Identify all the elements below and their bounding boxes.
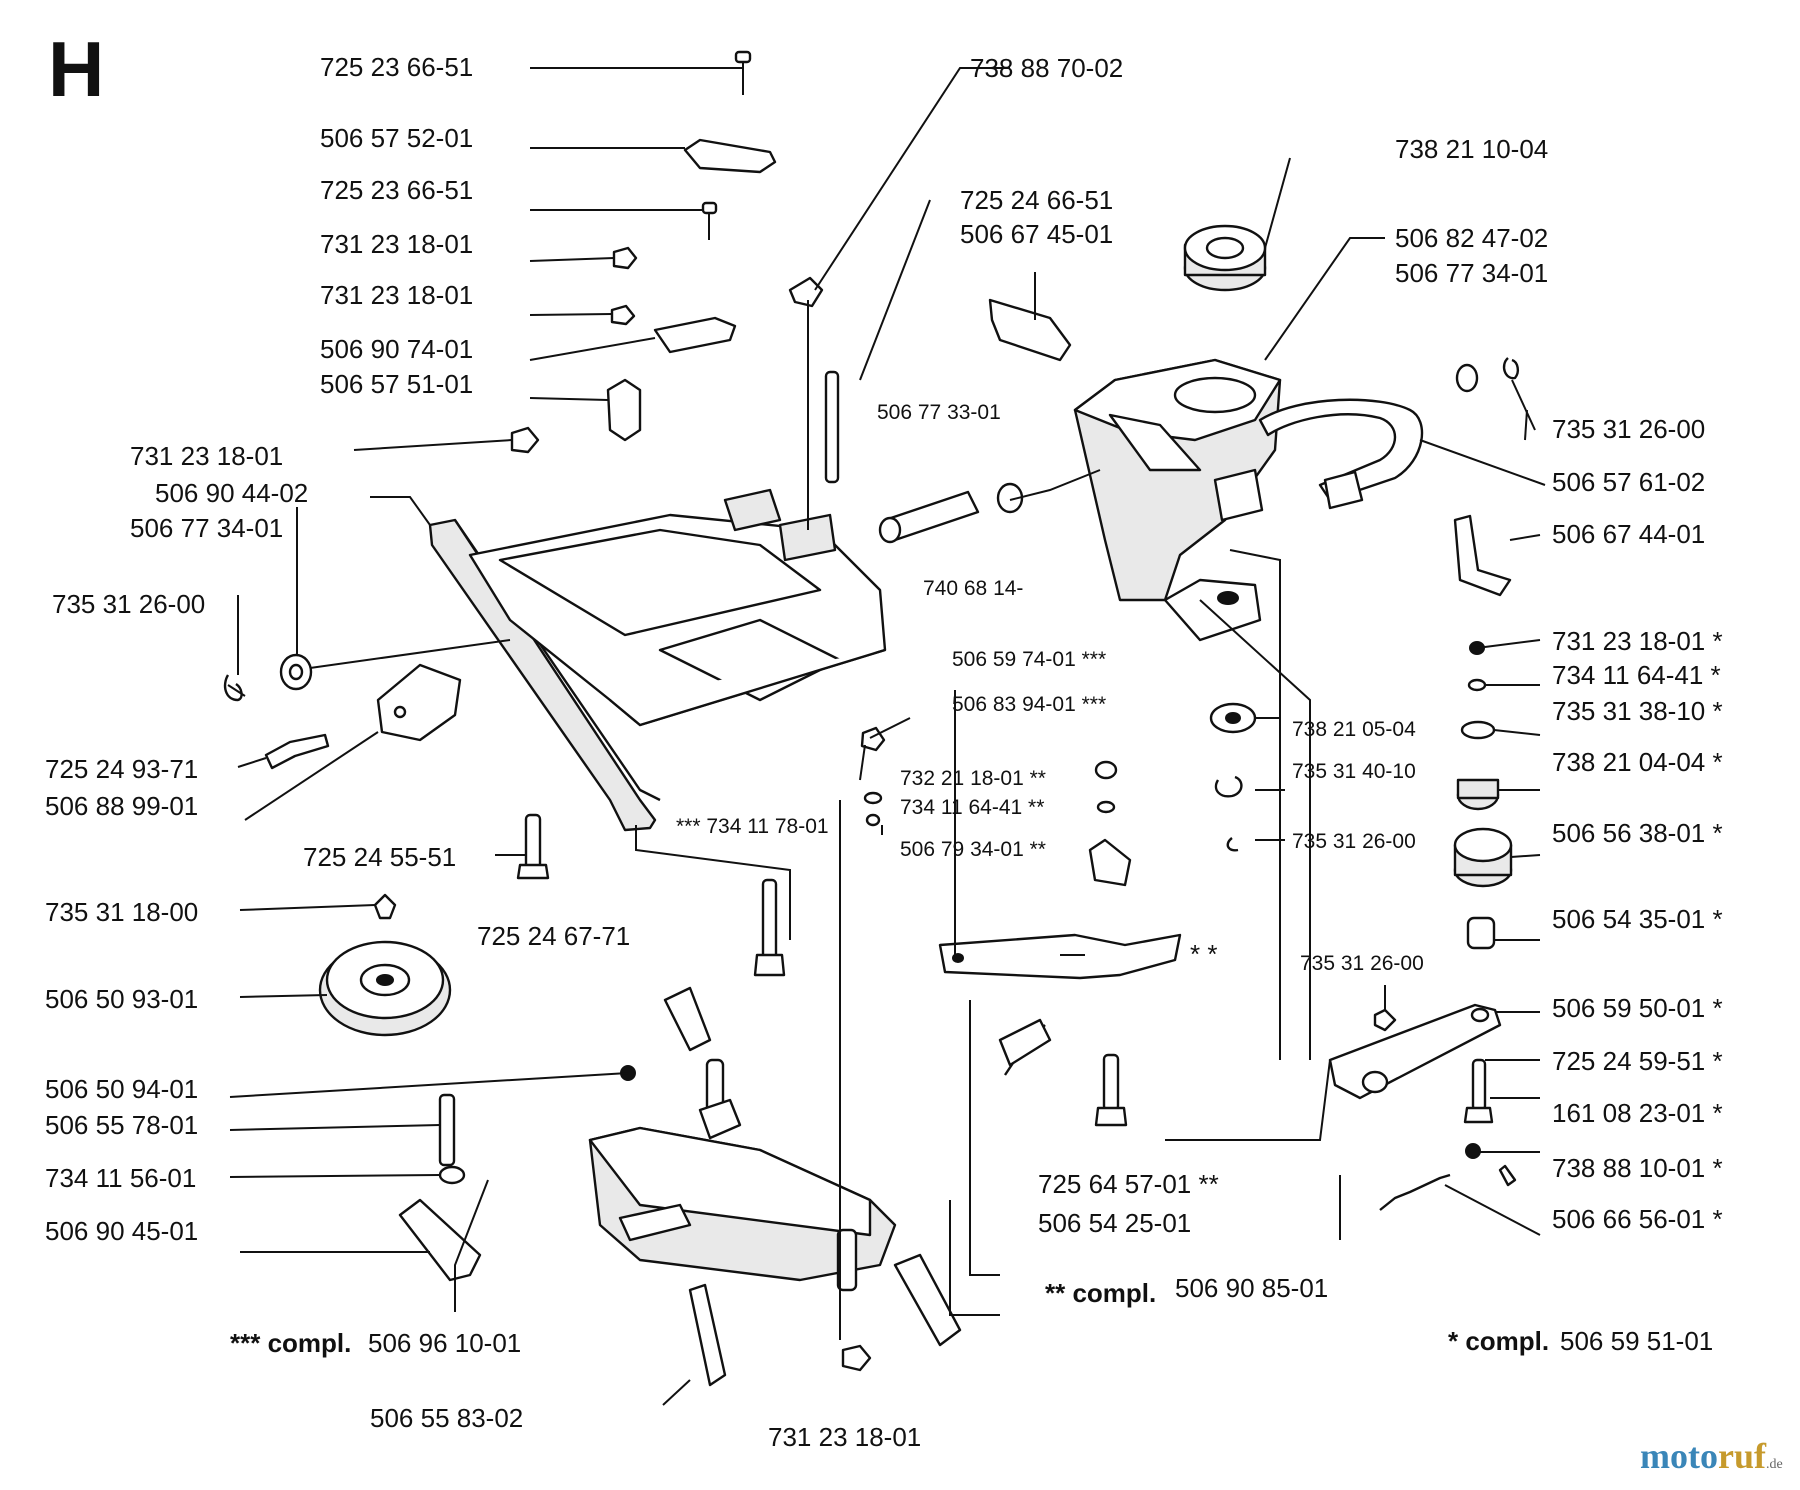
part-label: 506 59 50-01 * (1552, 993, 1723, 1023)
part-label: 506 90 44-02 (155, 478, 308, 508)
part-label: 731 23 18-01 (130, 441, 283, 471)
part-label: 735 31 26-00 (1292, 830, 1416, 853)
part-label: 734 11 64-41 ** (900, 796, 1044, 819)
part-label: 735 31 26-00 (52, 589, 205, 619)
part-label: 506 66 56-01 * (1552, 1204, 1723, 1234)
part-label: 506 50 94-01 (45, 1074, 198, 1104)
part-label: 725 24 93-71 (45, 754, 198, 784)
watermark-part1: moto (1640, 1436, 1718, 1476)
part-label: 506 77 34-01 (1395, 258, 1548, 288)
part-label: 725 24 66-51 (960, 185, 1113, 215)
part-label: 734 11 56-01 (45, 1163, 196, 1193)
part-label: 506 90 45-01 (45, 1216, 198, 1246)
left-side-parts (223, 653, 786, 1037)
part-label: 738 21 05-04 (1292, 718, 1416, 741)
part-label: 506 50 93-01 (45, 984, 198, 1014)
part-label: 506 59 51-01 (1560, 1326, 1713, 1356)
part-label: 735 31 26-00 (1300, 952, 1424, 975)
part-label: 725 64 57-01 ** (1038, 1169, 1219, 1199)
part-label: 506 96 10-01 (368, 1328, 521, 1358)
compl-label-single-star: * compl. (1448, 1326, 1549, 1356)
part-label: 506 57 51-01 (320, 369, 473, 399)
small-parts-left-top (510, 50, 840, 530)
part-label: 735 31 18-00 (45, 897, 198, 927)
lever-assembly-drawing (860, 726, 1182, 1127)
part-label: 506 67 45-01 (960, 219, 1113, 249)
section-letter: H (48, 25, 104, 113)
part-label: 161 08 23-01 * (1552, 1098, 1723, 1128)
labels-left-column: 725 23 66-51 506 57 52-01 725 23 66-51 7… (45, 52, 523, 1433)
part-label: 506 56 38-01 * (1552, 818, 1723, 848)
part-label: 506 55 83-02 (370, 1403, 523, 1433)
part-label: 738 21 10-04 (1395, 134, 1548, 164)
part-label: 725 24 67-71 (477, 921, 630, 951)
part-label: 506 54 25-01 (1038, 1208, 1191, 1238)
part-label: 735 31 26-00 (1552, 414, 1705, 444)
part-label: 506 83 94-01 *** (952, 693, 1106, 716)
part-label: 740 68 14- (923, 577, 1023, 600)
part-label: 731 23 18-01 * (1552, 626, 1723, 656)
watermark-suffix: .de (1766, 1457, 1783, 1472)
part-label: 732 21 18-01 ** (900, 767, 1046, 790)
part-label: 738 21 04-04 * (1552, 747, 1723, 777)
part-label: 725 23 66-51 (320, 52, 473, 82)
labels-center: 731 23 18-01 738 88 70-02 725 24 66-51 5… (477, 53, 1328, 1452)
part-label: 506 55 78-01 (45, 1110, 198, 1140)
part-label: 725 24 59-51 * (1552, 1046, 1723, 1076)
part-label: * * (1190, 939, 1217, 969)
steering-assembly-drawing (878, 224, 1520, 1211)
part-label: 506 57 52-01 (320, 123, 473, 153)
part-label: 506 67 44-01 (1552, 519, 1705, 549)
part-label: 738 88 70-02 (970, 53, 1123, 83)
part-label: 734 11 64-41 * (1552, 660, 1721, 690)
part-label: 506 90 74-01 (320, 334, 473, 364)
part-label: *** 734 11 78-01 (676, 815, 829, 838)
part-label: 506 77 34-01 (130, 513, 283, 543)
main-frame-drawing (376, 488, 887, 832)
part-label: 725 23 66-51 (320, 175, 473, 205)
leader-lines (227, 67, 1546, 1406)
part-label: 731 23 18-01 (768, 1422, 921, 1452)
watermark-part2: ruf (1718, 1436, 1767, 1476)
gearbox-drawing (398, 986, 962, 1387)
part-label: 506 82 47-02 (1395, 223, 1548, 253)
part-label: 731 23 18-01 (320, 280, 473, 310)
part-label: 506 88 99-01 (45, 791, 198, 821)
svg-text:motoruf.de: motoruf.de (1640, 1436, 1783, 1476)
part-label: 735 31 40-10 (1292, 760, 1416, 783)
watermark-logo: motoruf.de (1640, 1436, 1783, 1476)
part-label: 731 23 18-01 (320, 229, 473, 259)
compl-label-triple-star: *** compl. (230, 1328, 351, 1358)
part-label: 735 31 38-10 * (1552, 696, 1723, 726)
part-label: 506 90 85-01 (1175, 1273, 1328, 1303)
part-label: 506 77 33-01 (877, 401, 1001, 424)
part-label: 506 57 61-02 (1552, 467, 1705, 497)
part-label: 506 59 74-01 *** (952, 648, 1106, 671)
part-label: 506 54 35-01 * (1552, 904, 1723, 934)
part-label: 506 79 34-01 ** (900, 838, 1046, 861)
part-label: 725 24 55-51 (303, 842, 456, 872)
part-label: 738 88 10-01 * (1552, 1153, 1723, 1183)
labels-right: 738 21 10-04 506 82 47-02 506 77 34-01 7… (1292, 134, 1723, 1356)
compl-label-double-star: ** compl. (1045, 1278, 1156, 1308)
